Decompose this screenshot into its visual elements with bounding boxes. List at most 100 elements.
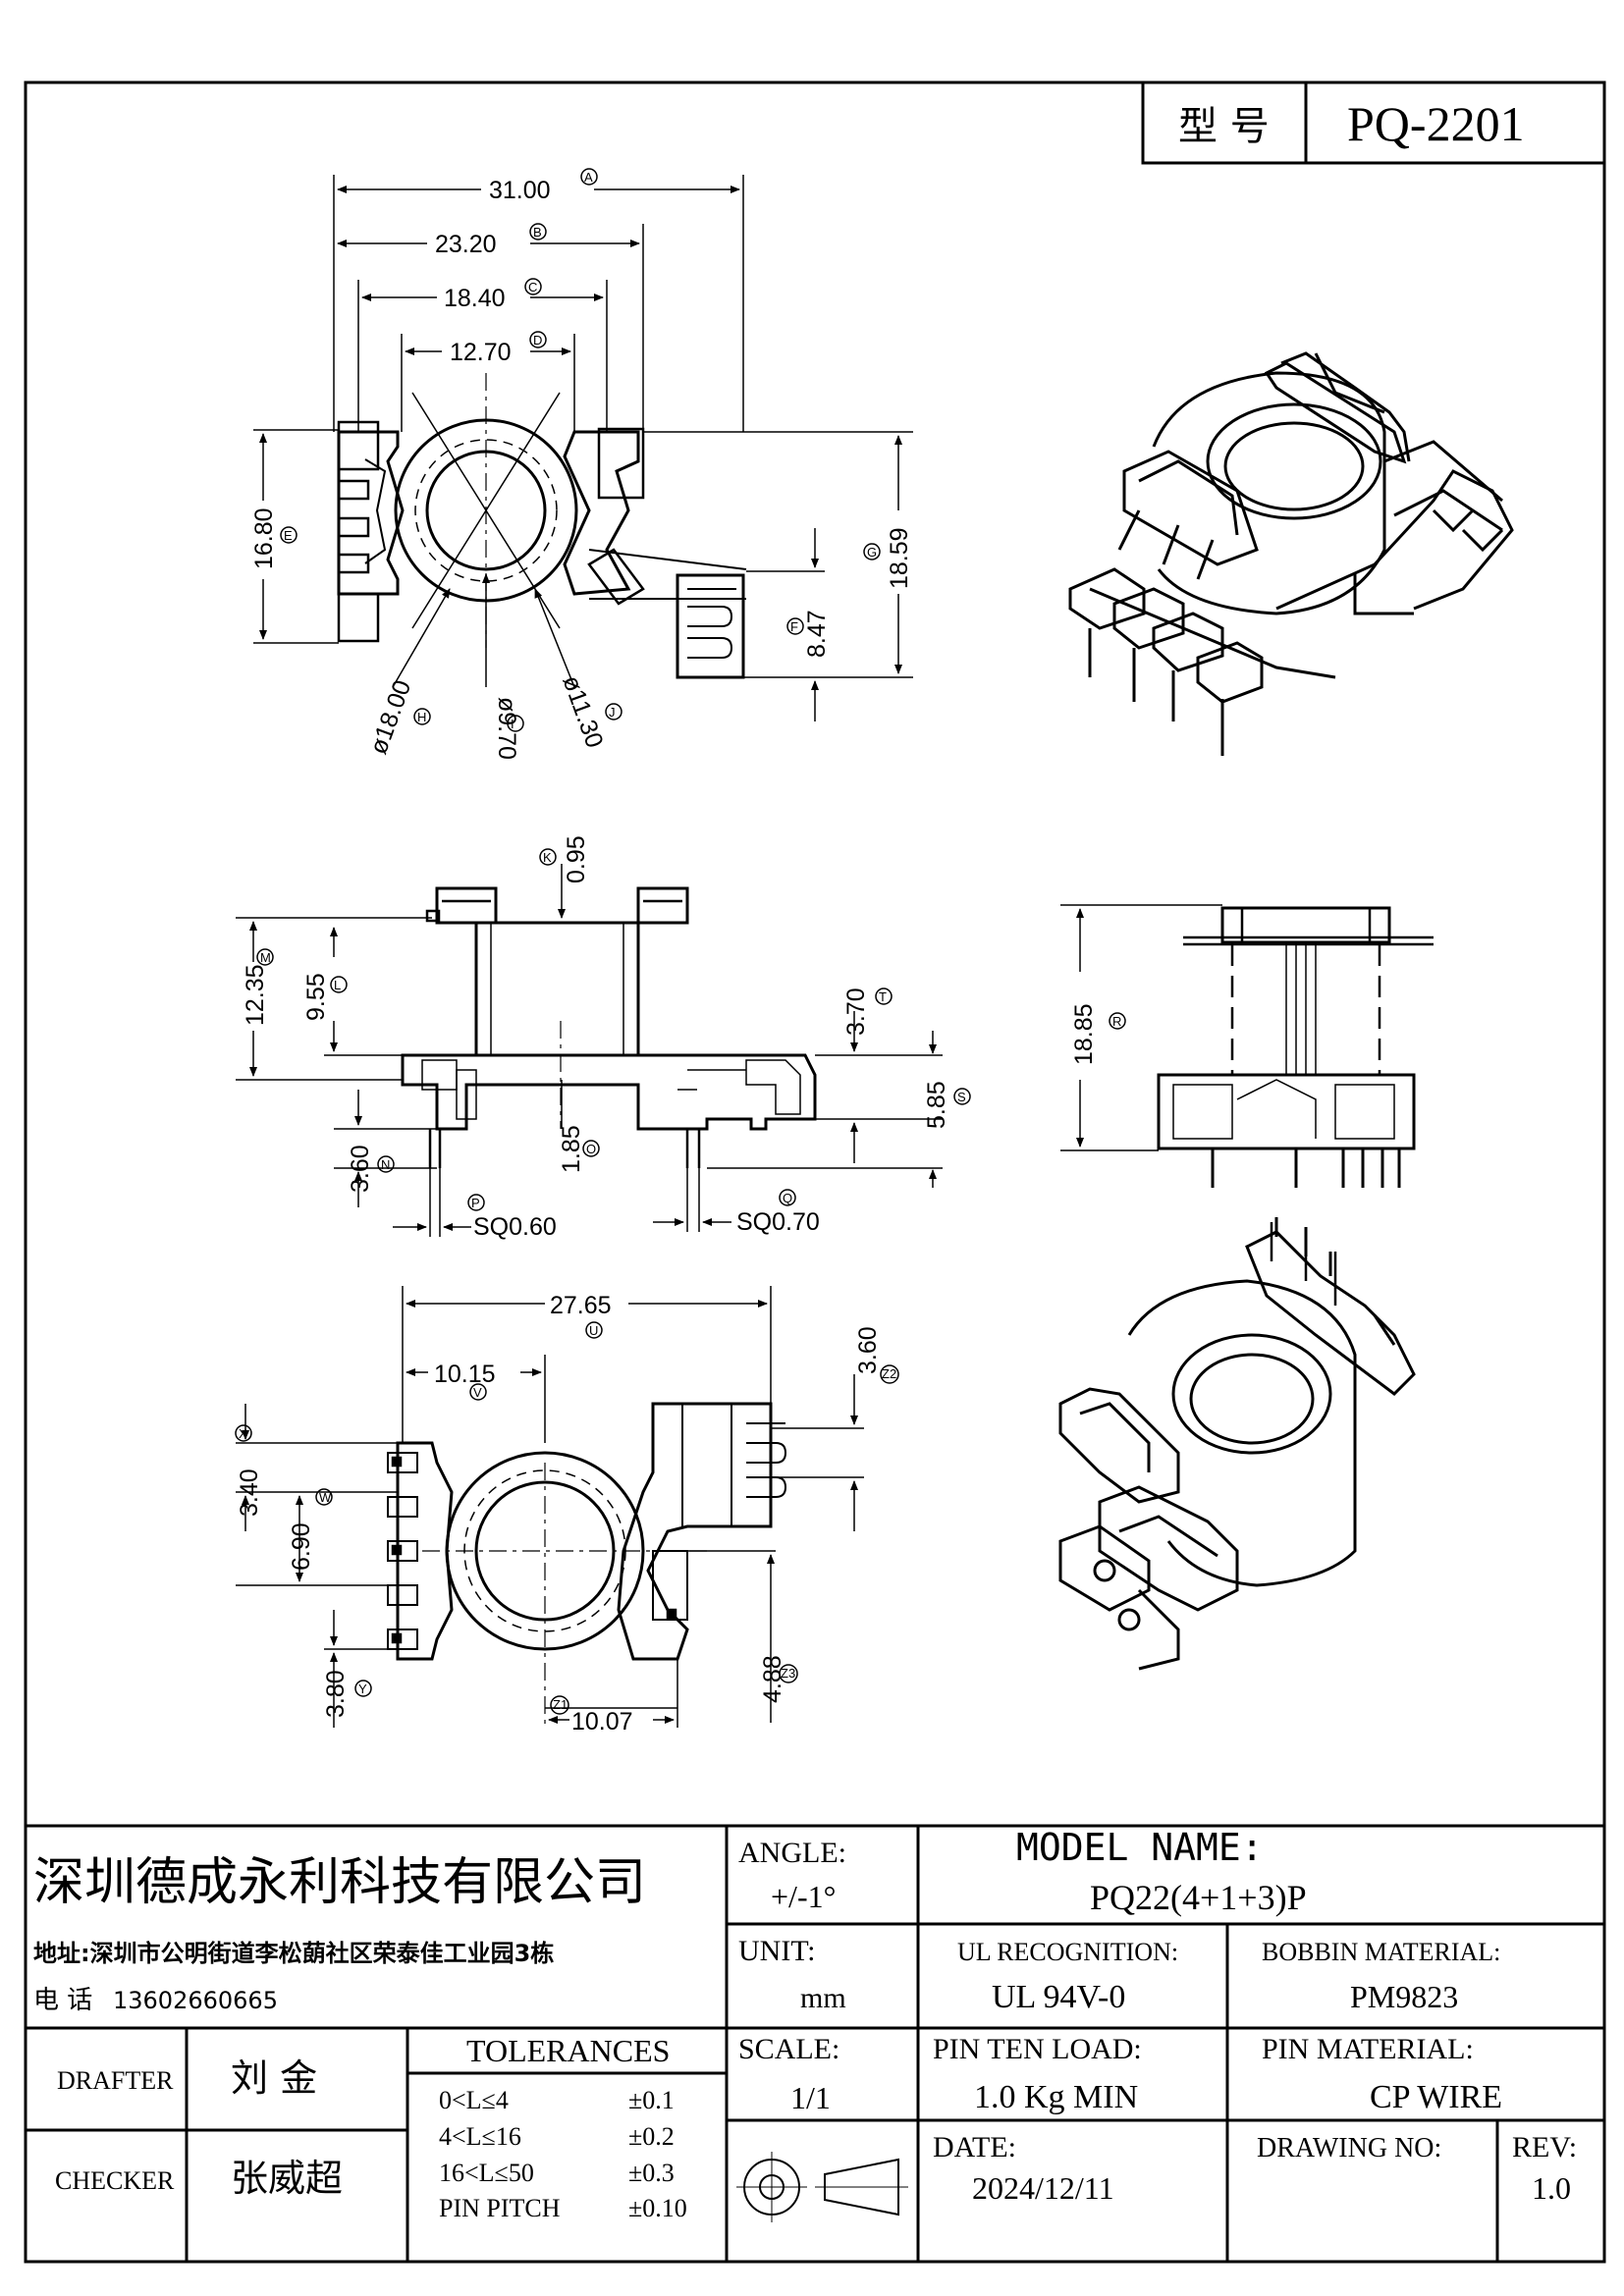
model-name-value: PQ22(4+1+3)P xyxy=(1090,1878,1307,1917)
marker-g-text: G xyxy=(867,545,877,560)
marker-m-text: M xyxy=(260,950,271,965)
marker-q-text: Q xyxy=(783,1191,792,1205)
dim-s-value: 5.85 xyxy=(923,1081,950,1129)
bottom-view-labels: 27.65 U 10.15 V 3.60 Z2 3.40 X 6.90 W 3.… xyxy=(235,1292,899,1735)
pin-material-value: CP WIRE xyxy=(1370,2079,1502,2115)
dim-w-value: 6.90 xyxy=(288,1522,315,1571)
model-header-label: 型 号 xyxy=(1178,104,1270,149)
phone-label: 电 话 xyxy=(33,1986,92,2015)
marker-f-text: F xyxy=(790,619,798,634)
dim-o-value: 1.85 xyxy=(558,1125,585,1173)
dim-u-value: 27.65 xyxy=(550,1292,612,1319)
marker-s-text: S xyxy=(957,1090,966,1104)
scale-label: SCALE: xyxy=(738,2033,839,2065)
drafter-label: DRAFTER xyxy=(57,2066,174,2095)
dim-n-value: 3.60 xyxy=(347,1145,374,1193)
dim-v-value: 10.15 xyxy=(434,1361,496,1388)
dim-z1-value: 10.07 xyxy=(571,1708,633,1735)
dim-c-value: 18.40 xyxy=(444,285,506,312)
dim-t-value: 3.70 xyxy=(842,988,870,1036)
dim-e-value: 16.80 xyxy=(250,507,278,569)
tolerance-value-2: ±0.2 xyxy=(628,2122,675,2151)
checker-label: CHECKER xyxy=(55,2166,175,2195)
side-view-labels: 0.95 K 12.35 M 9.55 L 3.70 T 5.85 S 1.85… xyxy=(242,835,971,1241)
rev-label: REV: xyxy=(1512,2131,1577,2163)
marker-a xyxy=(580,168,598,186)
marker-b-text: B xyxy=(533,225,542,240)
marker-l-text: L xyxy=(334,978,341,992)
ul-label: UL RECOGNITION: xyxy=(957,1938,1178,1966)
dim-y-value: 3.80 xyxy=(322,1670,350,1718)
marker-r-text: R xyxy=(1112,1014,1121,1029)
marker-z1-text: Z1 xyxy=(553,1697,568,1712)
dim-x-value: 3.40 xyxy=(236,1468,263,1517)
side-elevation-view xyxy=(1060,904,1434,1188)
bobbin-material-value: PM9823 xyxy=(1350,1979,1458,2014)
dim-i-value: ø9.70 xyxy=(493,697,520,760)
title-block-lines xyxy=(26,1824,1604,2262)
tolerance-range-3: 16<L≤50 xyxy=(439,2159,534,2187)
model-header-value: PQ-2201 xyxy=(1347,96,1525,151)
tolerance-value-1: ±0.1 xyxy=(628,2086,675,2114)
dim-g-value: 18.59 xyxy=(886,527,913,589)
date-label: DATE: xyxy=(933,2131,1016,2163)
marker-d-text: D xyxy=(533,333,542,347)
dim-j-value: ø11.30 xyxy=(557,671,608,751)
marker-u-text: U xyxy=(589,1323,598,1338)
pin-load-value: 1.0 Kg MIN xyxy=(974,2079,1138,2115)
drawing-no-label: DRAWING NO: xyxy=(1257,2133,1441,2163)
company-name: 深圳德成永利科技有限公司 xyxy=(33,1853,646,1912)
scale-value: 1/1 xyxy=(790,2080,831,2115)
marker-j-text: J xyxy=(609,705,616,720)
dim-m-value: 12.35 xyxy=(242,964,269,1026)
tolerances-label: TOLERANCES xyxy=(466,2033,670,2068)
checker-name: 张威超 xyxy=(231,2157,343,2200)
marker-o-text: O xyxy=(586,1142,596,1156)
drawing-frame xyxy=(24,80,1606,2264)
marker-y-text: Y xyxy=(358,1682,367,1696)
marker-e-text: E xyxy=(284,528,293,543)
title-block-text: 深圳德成永利科技有限公司 地址:深圳市公明街道李松蓢社区荣泰佳工业园3栋 电 话… xyxy=(33,1826,1577,2222)
dim-r-value: 18.85 xyxy=(1070,1003,1098,1065)
marker-x-text: X xyxy=(239,1426,247,1441)
unit-label: UNIT: xyxy=(738,1935,816,1967)
tolerance-range-1: 0<L≤4 xyxy=(439,2086,509,2114)
marker-h-text: H xyxy=(417,710,426,724)
marker-a-text: A xyxy=(584,170,593,185)
angle-value: +/-1° xyxy=(771,1879,836,1914)
dim-f-value: 8.47 xyxy=(803,610,831,658)
angle-label: ANGLE: xyxy=(738,1837,846,1869)
tolerance-value-3: ±0.3 xyxy=(628,2159,675,2187)
top-view-labels: 31.00 A 23.20 B 18.40 C 12.70 D 16.80 E … xyxy=(250,168,913,760)
dim-l-value: 9.55 xyxy=(302,973,330,1021)
marker-z2-text: Z2 xyxy=(882,1366,896,1381)
tolerance-value-4: ±0.10 xyxy=(628,2194,687,2222)
model-name-label: MODEL NAME: xyxy=(1016,1826,1264,1869)
marker-t-text: T xyxy=(879,989,887,1004)
marker-v-text: V xyxy=(473,1385,482,1400)
dim-p-value: SQ0.60 xyxy=(473,1213,557,1241)
marker-n-text: N xyxy=(381,1157,390,1172)
isometric-view-top xyxy=(1068,351,1514,756)
pin-load-label: PIN TEN LOAD: xyxy=(933,2033,1142,2065)
marker-p-text: P xyxy=(471,1196,480,1210)
ul-value: UL 94V-0 xyxy=(992,1979,1125,2015)
marker-w-text: W xyxy=(319,1490,332,1505)
isometric-view-bottom xyxy=(1058,1217,1416,1671)
phone-number: 13602660665 xyxy=(113,1987,278,2014)
tolerance-range-4: PIN PITCH xyxy=(439,2194,561,2222)
top-view xyxy=(253,175,913,721)
unit-value: mm xyxy=(800,1982,846,2014)
third-angle-projection-symbol xyxy=(736,2152,908,2222)
side-elevation-labels: 18.85 R xyxy=(1070,1003,1126,1065)
company-address: 地址:深圳市公明街道李松蓢社区荣泰佳工业园3栋 xyxy=(33,1940,554,1967)
dim-z2-value: 3.60 xyxy=(854,1326,882,1374)
drafter-name: 刘 金 xyxy=(231,2056,317,2100)
bobbin-material-label: BOBBIN MATERIAL: xyxy=(1262,1938,1500,1966)
marker-k-text: K xyxy=(543,850,552,865)
marker-c-text: C xyxy=(528,280,537,294)
dim-b-value: 23.20 xyxy=(435,231,497,258)
tolerance-range-2: 4<L≤16 xyxy=(439,2122,521,2151)
bottom-view xyxy=(236,1286,864,1728)
